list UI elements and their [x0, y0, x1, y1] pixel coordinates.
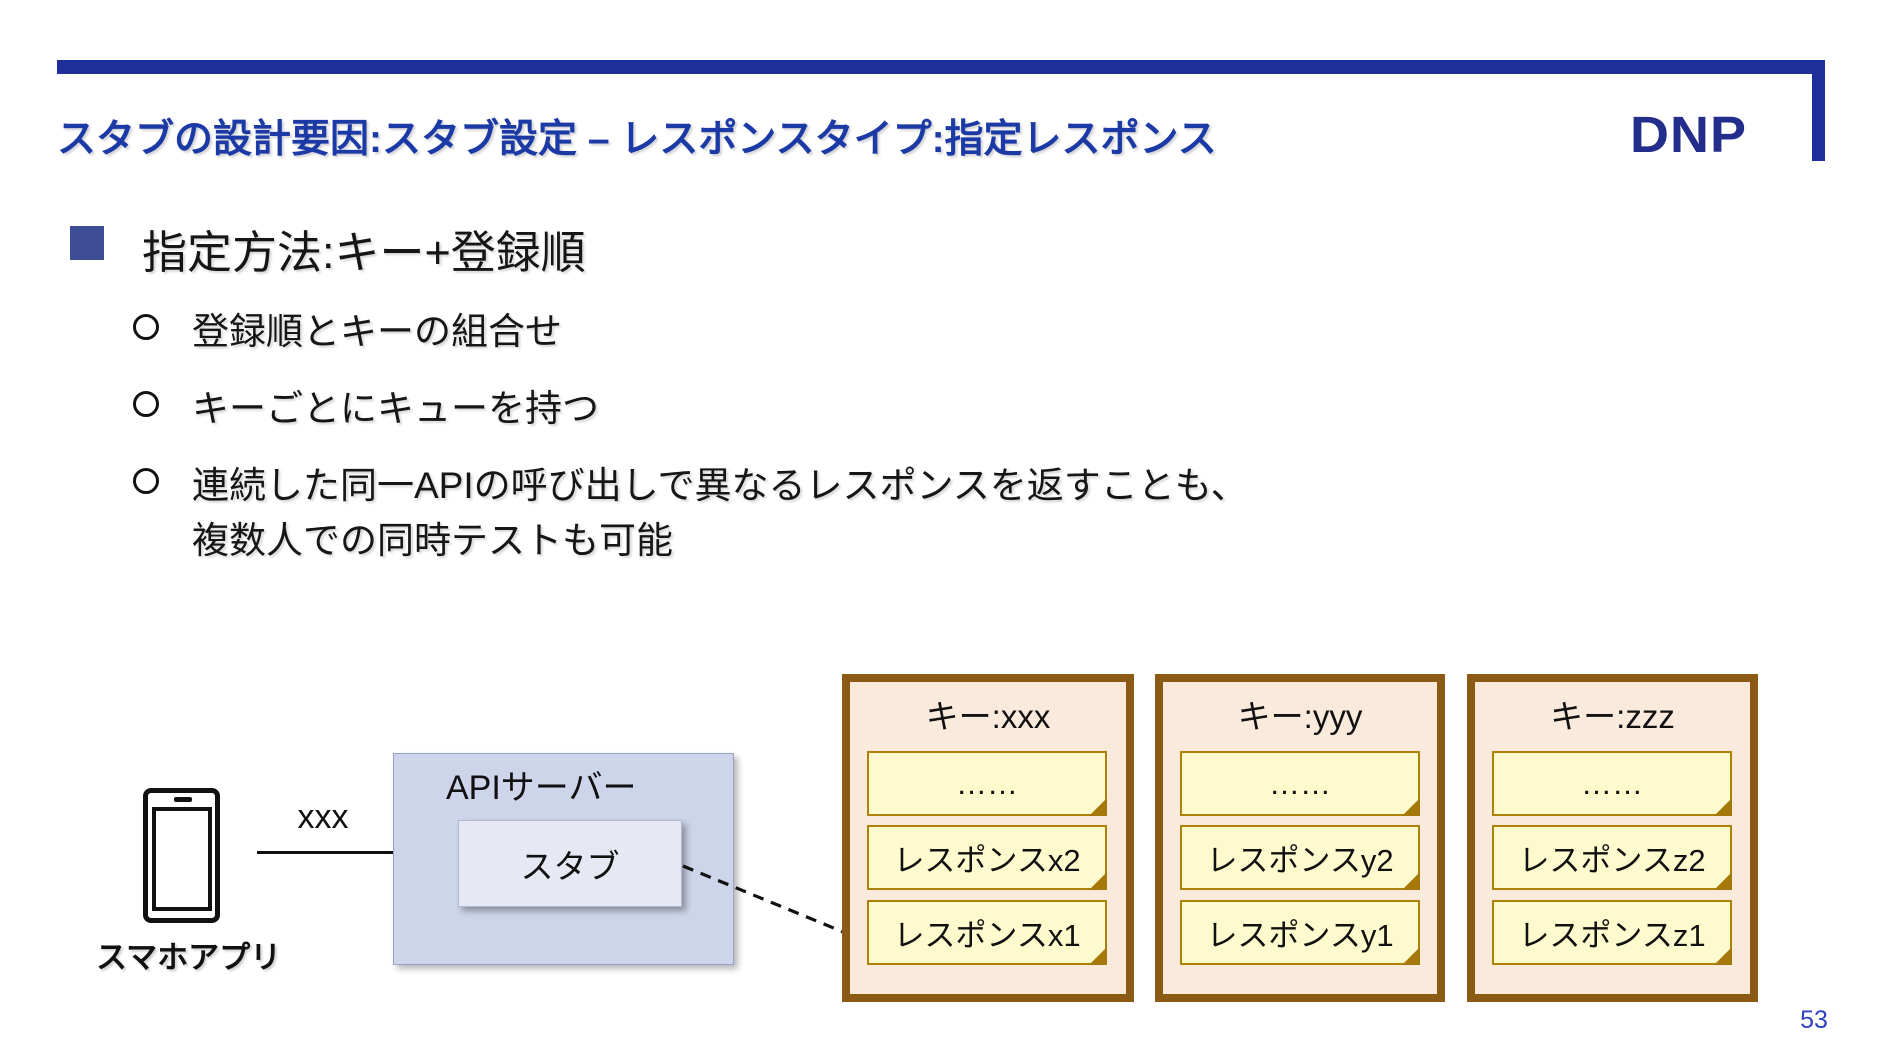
- stub-label: スタブ: [520, 847, 620, 885]
- bullet-circle-icon: [133, 314, 159, 340]
- top-rule: [57, 60, 1825, 74]
- bullet-text: 連続した同一APIの呼び出しで異なるレスポンスを返すことも、: [192, 465, 1248, 506]
- heading-text: 指定方法:キー+登録順: [142, 227, 586, 278]
- api-server-label: APIサーバー: [446, 769, 637, 807]
- queue-panel-yyy: キー:yyy …… レスポンスy2 レスポンスy1: [1155, 674, 1445, 1002]
- bullet-text-continuation: 複数人での同時テストも可能: [192, 520, 673, 561]
- phone-label: スマホアプリ: [96, 940, 282, 975]
- smartphone-icon: [143, 788, 220, 923]
- queue-header: キー:yyy: [1237, 698, 1363, 735]
- queue-header: キー:xxx: [925, 698, 1051, 735]
- phone-speaker-icon: [174, 797, 192, 802]
- bullet-circle-icon: [133, 391, 159, 417]
- queue-card: ……: [1492, 751, 1732, 816]
- bullet-circle-icon: [133, 468, 159, 494]
- bullet-text: キーごとにキューを持つ: [192, 388, 599, 429]
- request-line: [257, 851, 393, 854]
- queue-card: レスポンスx1: [867, 900, 1107, 965]
- queue-panel-xxx: キー:xxx …… レスポンスx2 レスポンスx1: [842, 674, 1134, 1002]
- top-rule-corner: [1812, 60, 1825, 161]
- queue-card: レスポンスz1: [1492, 900, 1732, 965]
- request-label: xxx: [297, 798, 349, 836]
- page-number: 53: [1800, 1006, 1828, 1034]
- queue-card: ……: [867, 751, 1107, 816]
- bullet-text: 登録順とキーの組合せ: [192, 311, 562, 352]
- heading-bullet-square-icon: [70, 226, 104, 260]
- queue-header: キー:zzz: [1550, 698, 1675, 735]
- queue-panel-zzz: キー:zzz …… レスポンスz2 レスポンスz1: [1467, 674, 1758, 1002]
- queue-card: ……: [1180, 751, 1420, 816]
- dnp-logo: DNP: [1630, 106, 1748, 164]
- stub-box: スタブ: [458, 820, 682, 907]
- stub-to-queue-arrow: [682, 864, 885, 958]
- queue-card: レスポンスx2: [867, 825, 1107, 890]
- queue-card: レスポンスy1: [1180, 900, 1420, 965]
- queue-card: レスポンスy2: [1180, 825, 1420, 890]
- phone-screen: [152, 807, 212, 911]
- page-title: スタブの設計要因:スタブ設定 – レスポンスタイプ:指定レスポンス: [57, 118, 1217, 161]
- queue-card: レスポンスz2: [1492, 825, 1732, 890]
